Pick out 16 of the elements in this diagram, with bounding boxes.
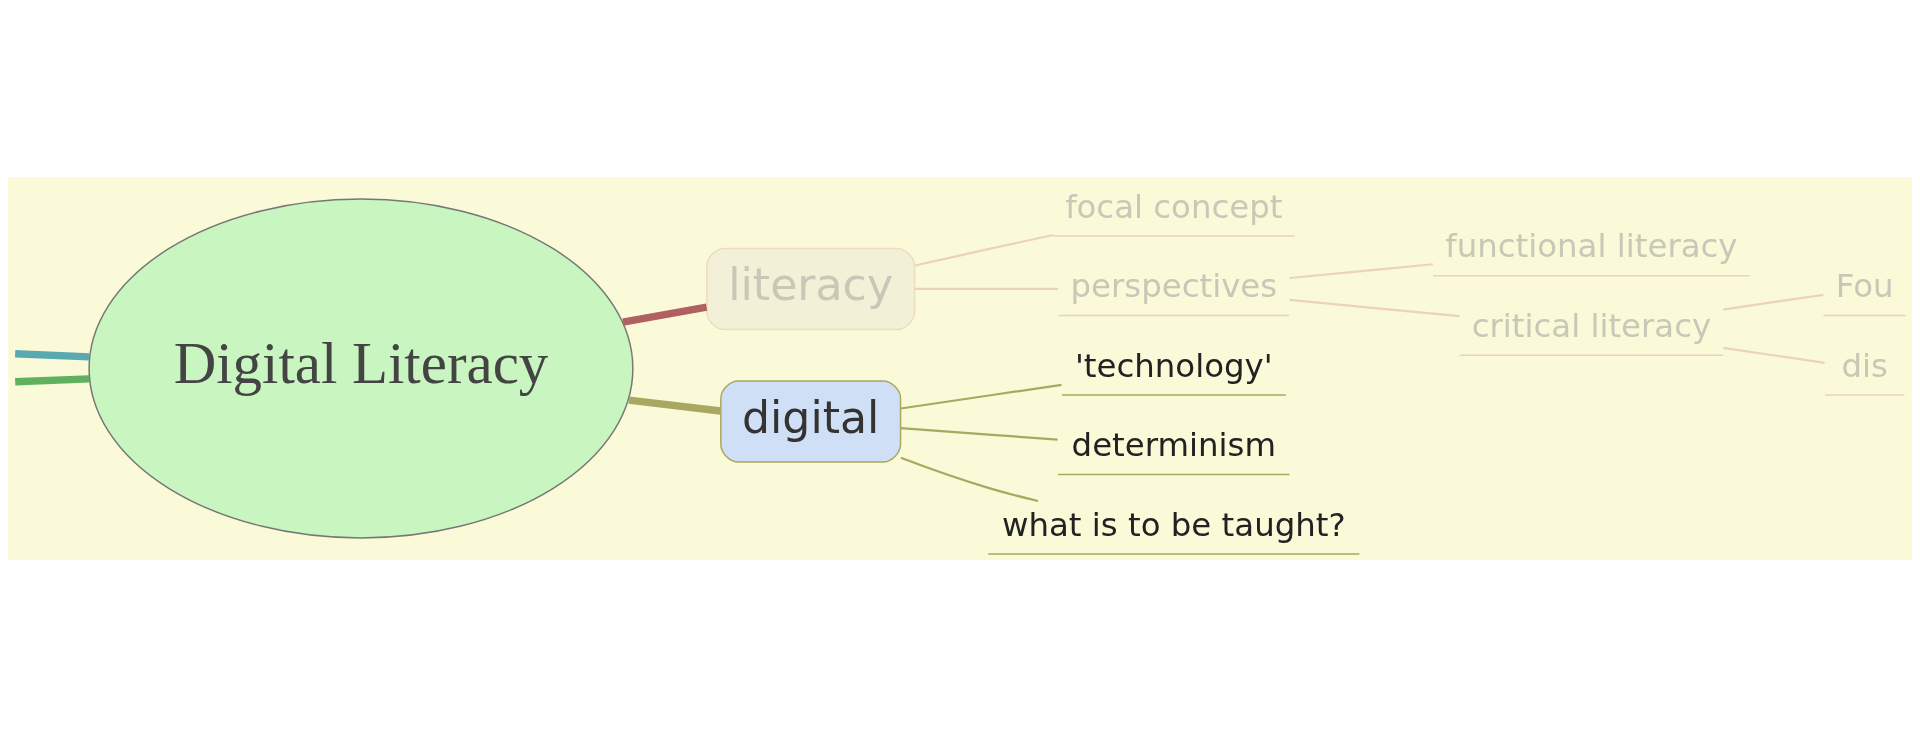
node-ellipse: Digital Literacy	[88, 198, 634, 539]
node-text: 'technology'	[1074, 346, 1273, 385]
connector	[914, 233, 1054, 267]
connector	[1289, 298, 1460, 318]
connector	[1723, 346, 1825, 364]
node-box: digital	[720, 380, 902, 463]
connector	[900, 426, 1058, 441]
connector	[900, 383, 1062, 410]
node-text: determinism	[1071, 426, 1276, 465]
connector	[622, 303, 708, 326]
connector	[914, 287, 1059, 291]
connector	[900, 456, 1039, 503]
connector	[628, 396, 722, 415]
node-text: what is to be taught?	[1001, 505, 1346, 544]
connector	[1723, 293, 1824, 311]
connector	[1289, 263, 1433, 280]
